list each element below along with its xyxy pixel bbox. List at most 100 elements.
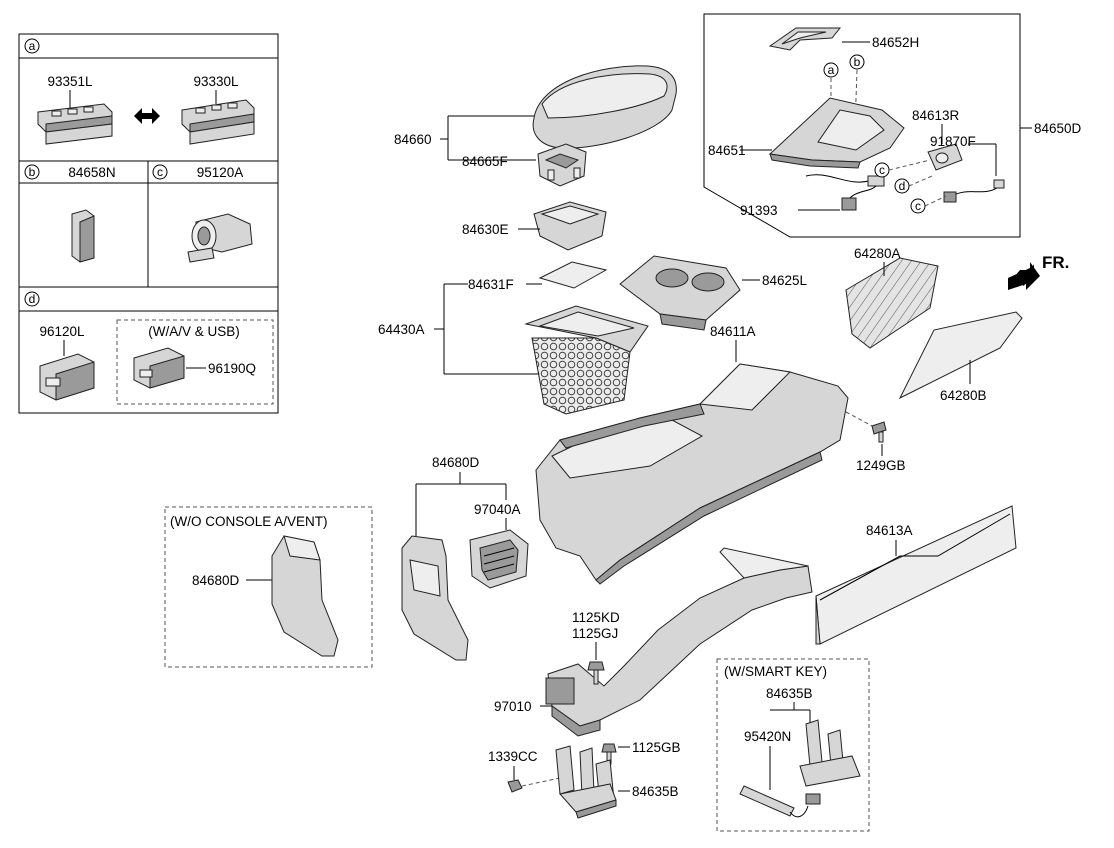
- part-96190Q-label: 96190Q: [208, 361, 256, 376]
- smart-key-option: (W/SMART KEY) 84635B 95420N: [716, 658, 870, 832]
- part-84658N-label: 84658N: [68, 165, 115, 180]
- front-label: FR.: [1042, 253, 1069, 272]
- legend-d-header: d: [24, 291, 40, 307]
- part-95120A-label: 95120A: [197, 165, 244, 180]
- part-91870F-label: 91870F: [930, 134, 976, 149]
- legend-table: a 93351L 93330L b 84658: [18, 33, 279, 414]
- part-1339CC-label: 1339CC: [488, 749, 538, 764]
- switch-84613R-illustration: [927, 143, 963, 171]
- clip-84658N-illustration: [71, 209, 95, 263]
- svg-text:d: d: [29, 292, 36, 306]
- cover-64280B-illustration: [898, 311, 1023, 400]
- legend-c-header: c: [152, 164, 168, 180]
- armrest-group: 84660 84665F 84630E: [394, 65, 677, 251]
- front-arrow-icon: [1008, 262, 1040, 290]
- cupholder-84625L-illustration: [619, 255, 741, 331]
- part-84635B-label: 84635B: [632, 784, 679, 799]
- part-84613R-label: 84613R: [912, 108, 960, 123]
- screw-1249GB-illustration: [845, 411, 887, 443]
- duct-97010-illustration: [545, 547, 813, 737]
- console-84611A-illustration: [535, 363, 849, 585]
- part-1125GB-label: 1125GB: [632, 740, 681, 755]
- panel-84651-illustration: [768, 97, 905, 169]
- part-64280A-label: 64280A: [854, 246, 901, 261]
- part-93330L-label: 93330L: [193, 74, 239, 89]
- bolt-1125GB-illustration: [601, 743, 617, 765]
- callout-b-top: b: [849, 54, 865, 70]
- duct-group: 97010 1125KD 1125GJ 1125GB 1339CC 84635B: [488, 547, 813, 819]
- part-84651-label: 84651: [708, 143, 746, 158]
- harness-91393-illustration: [805, 174, 885, 211]
- harness-91870F-illustration: [943, 179, 1005, 203]
- smart-key-bracket-label: 84635B: [766, 686, 813, 701]
- hinge-84665F-illustration: [537, 143, 587, 187]
- option-smart-key-label: (W/SMART KEY): [724, 664, 827, 679]
- svg-text:b: b: [29, 165, 36, 179]
- part-96120L-label: 96120L: [39, 324, 85, 339]
- part-93351L-label: 93351L: [47, 74, 93, 89]
- part-84660-label: 84660: [394, 132, 432, 147]
- part-84611A-label: 84611A: [710, 324, 756, 339]
- callout-c-low: c: [910, 198, 926, 214]
- option-no-vent-part-label: 84680D: [192, 573, 240, 588]
- wav-usb-option-box: [116, 319, 274, 405]
- smart-key-bracket-illustration: [799, 719, 861, 787]
- svg-text:c: c: [915, 199, 921, 213]
- mat-84631F-illustration: [538, 261, 608, 289]
- part-1125GJ-label: 1125GJ: [572, 626, 618, 641]
- part-84625L-label: 84625L: [762, 273, 808, 288]
- bezel-84652H-illustration: [768, 27, 842, 51]
- cover-64280A-illustration: [845, 257, 939, 349]
- option-wav-usb-label: (W/A/V & USB): [148, 324, 240, 339]
- svg-text:d: d: [899, 179, 906, 193]
- callout-a-top: a: [823, 62, 839, 78]
- console-body: 84611A 1249GB: [535, 324, 906, 585]
- power-outlet-95120A-illustration: [187, 213, 253, 263]
- part-84652H-label: 84652H: [872, 35, 919, 50]
- legend-a-header: a: [24, 38, 40, 54]
- vent-97040A-illustration: [469, 529, 529, 589]
- cover-84680D-illustration: [401, 535, 469, 661]
- callout-c-mid: c: [874, 162, 890, 178]
- jack-96120L-illustration: [39, 353, 95, 401]
- nut-1339CC-illustration: [507, 779, 523, 793]
- bolt-1125KD-illustration: [587, 661, 605, 685]
- part-84665F-label: 84665F: [462, 154, 508, 169]
- part-84650D-label: 84650D: [1034, 121, 1082, 136]
- part-84631F-label: 84631F: [468, 277, 514, 292]
- trim-panel-group: 84613A: [815, 505, 1017, 645]
- part-97040A-label: 97040A: [474, 502, 521, 517]
- part-1249GB-label: 1249GB: [856, 458, 906, 473]
- panel-84613A-illustration: [815, 505, 1017, 645]
- part-64280B-label: 64280B: [940, 388, 987, 403]
- cover-no-vent-illustration: [271, 535, 339, 657]
- side-covers: 64280A 64280B FR.: [845, 246, 1069, 403]
- part-64430A-label: 64430A: [378, 322, 425, 337]
- part-91393-label: 91393: [740, 203, 778, 218]
- rear-cover-group: 84680D 97040A (W/O CONSOLE A/VENT) 84680…: [164, 455, 529, 668]
- option-no-vent-label: (W/O CONSOLE A/VENT): [170, 514, 328, 529]
- armrest-lid-illustration: [532, 65, 677, 149]
- callout-d-mid: d: [894, 178, 910, 194]
- double-arrow-icon: [134, 108, 160, 124]
- part-84680D-label: 84680D: [432, 455, 480, 470]
- part-84613A-label: 84613A: [866, 523, 913, 538]
- svg-text:a: a: [828, 63, 835, 77]
- option-no-vent-box: [164, 506, 373, 668]
- svg-text:c: c: [879, 163, 885, 177]
- legend-b-header: b: [24, 164, 40, 180]
- smart-key-antenna-label: 95420N: [744, 729, 791, 744]
- svg-text:b: b: [854, 55, 861, 69]
- svg-text:c: c: [157, 165, 163, 179]
- storage-bin-illustration: [524, 305, 649, 415]
- part-97010-label: 97010: [494, 699, 532, 714]
- smart-key-antenna-illustration: [739, 785, 821, 818]
- part-1125KD-label: 1125KD: [572, 610, 620, 625]
- switch-93351L-illustration: [37, 103, 113, 145]
- svg-text:a: a: [29, 39, 36, 53]
- shift-panel-inset: 84650D 84652H a b 84651 84613R: [703, 13, 1082, 238]
- bracket-84635B-illustration: [555, 745, 617, 819]
- part-84630E-label: 84630E: [462, 222, 509, 237]
- smart-key-option-box: [716, 658, 870, 832]
